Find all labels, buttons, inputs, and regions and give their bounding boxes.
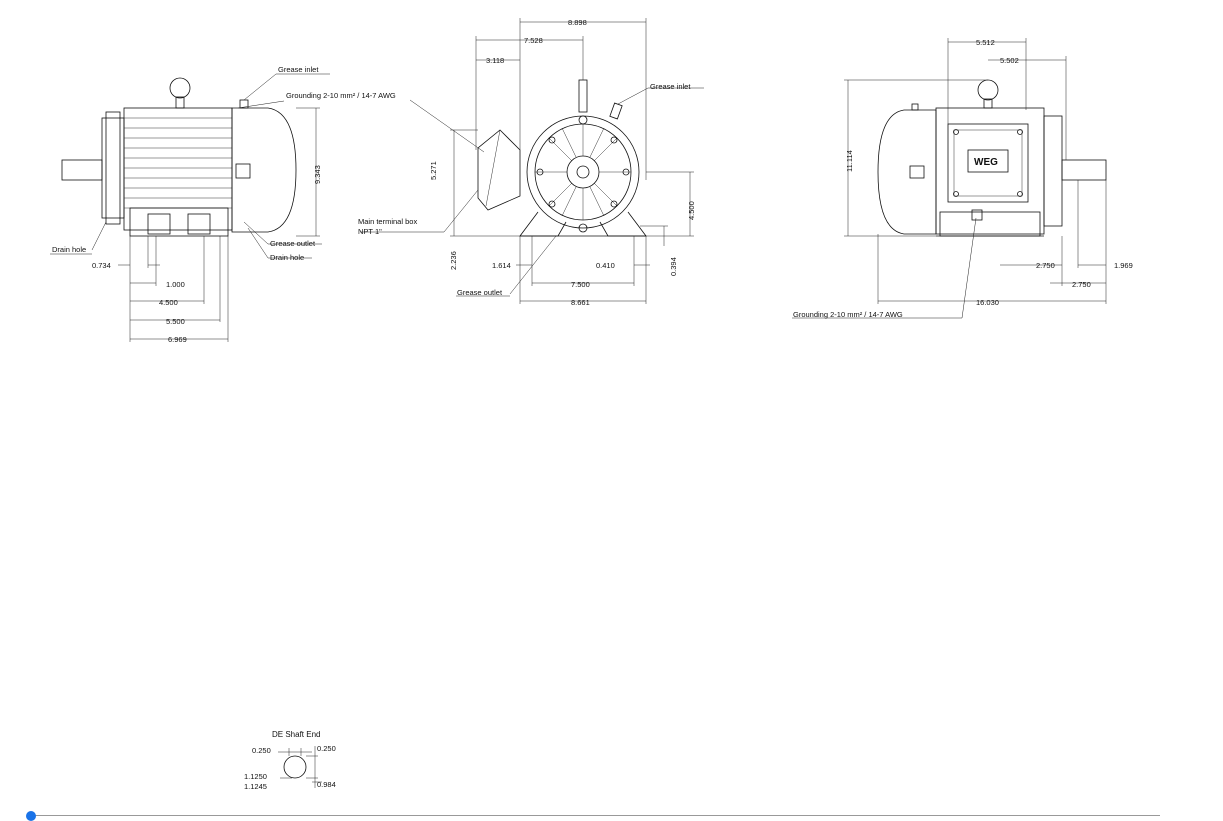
side-view: Grease inlet Grounding 2-10 mm² / 14-7 A… — [50, 65, 396, 344]
front-view: 8.898 7.528 3.118 Grease inlet 5.271 4.5… — [358, 18, 704, 307]
side-height-dim: 9.343 — [313, 165, 322, 184]
front-foot-height-dim: 2.236 — [449, 251, 458, 270]
side-dim-1-000: 1.000 — [166, 280, 185, 289]
rear-shaft — [1061, 159, 1107, 181]
shaft-end-circle — [283, 755, 307, 779]
footer-rule — [30, 815, 1160, 816]
side-grease-outlet-label: Grease outlet — [270, 239, 316, 248]
shaft-dia-min-dim: 1.1245 — [244, 782, 267, 791]
side-grounding-label: Grounding 2-10 mm² / 14-7 AWG — [286, 91, 396, 100]
front-dim-7-528: 7.528 — [524, 36, 543, 45]
rear-dim-16-030: 16.030 — [976, 298, 999, 307]
side-dim-4-500: 4.500 — [159, 298, 178, 307]
front-foot-thickness-dim: 0.394 — [669, 257, 678, 276]
front-dim-3-118: 3.118 — [486, 56, 504, 65]
front-terminal-box-label: Main terminal box — [358, 217, 417, 226]
rear-dim-2-750-b: 2.750 — [1072, 280, 1091, 289]
front-foot-left — [519, 211, 567, 237]
rear-dim-1-969: 1.969 — [1114, 261, 1133, 270]
front-dim-7-500: 7.500 — [571, 280, 590, 289]
rear-dim-2-750-a: 2.750 — [1036, 261, 1055, 270]
rear-lifting-eye-icon — [977, 79, 999, 101]
side-dim-6-969: 6.969 — [168, 335, 187, 344]
shaft-key-depth-dim: 0.250 — [317, 744, 336, 753]
rear-grounding-label: Grounding 2-10 mm² / 14-7 AWG — [793, 310, 903, 319]
rear-terminal-box — [947, 123, 1029, 203]
rear-height-dim: 11.114 — [845, 150, 854, 172]
front-grease-inlet-label: Grease inlet — [650, 82, 691, 91]
side-drain-hole-label-left: Drain hole — [52, 245, 86, 254]
shaft-dia-max-dim: 1.1250 — [244, 772, 267, 781]
front-shaft-height-dim: 4.500 — [687, 201, 696, 220]
de-shaft-end: DE Shaft End 0.250 0.250 1.1250 1.1245 0… — [244, 730, 336, 791]
weg-logo-text: WEG — [974, 157, 998, 168]
shaft-end-title: DE Shaft End — [272, 730, 320, 739]
front-dim-0-410: 0.410 — [596, 261, 615, 270]
side-dim-0-734: 0.734 — [92, 261, 111, 270]
rear-dim-5-502: 5.502 — [1000, 56, 1019, 65]
front-terminal-npt-label: NPT 1" — [358, 227, 382, 236]
side-grease-inlet-label: Grease inlet — [278, 65, 319, 74]
front-dim-1-614: 1.614 — [492, 261, 511, 270]
front-dim-8-898: 8.898 — [568, 18, 587, 27]
front-dim-8-661: 8.661 — [571, 298, 590, 307]
side-drain-hole-label-right: Drain hole — [270, 253, 304, 262]
side-shaft — [61, 159, 103, 181]
weg-logo-icon — [967, 149, 1009, 173]
side-frame — [123, 107, 233, 231]
front-foot-right — [599, 211, 647, 237]
front-box-height-dim: 5.271 — [429, 161, 438, 180]
side-fan-cover — [231, 107, 297, 233]
blue-dot-icon — [26, 811, 36, 821]
rear-dim-5-512: 5.512 — [976, 38, 995, 47]
lifting-eye-icon — [169, 77, 191, 99]
front-terminal-box — [477, 129, 521, 211]
shaft-length-dim: 0.984 — [317, 780, 336, 789]
front-shaft — [576, 165, 590, 179]
front-grease-outlet-label: Grease outlet — [457, 288, 503, 297]
rear-feet — [939, 211, 1041, 237]
shaft-key-width-dim: 0.250 — [252, 746, 271, 755]
side-dim-5-500: 5.500 — [166, 317, 185, 326]
side-feet — [129, 207, 229, 237]
rear-view: WEG 5.512 5.502 11.114 2.750 1.969 2.750 — [792, 38, 1133, 319]
rear-fan-cover — [877, 109, 937, 235]
